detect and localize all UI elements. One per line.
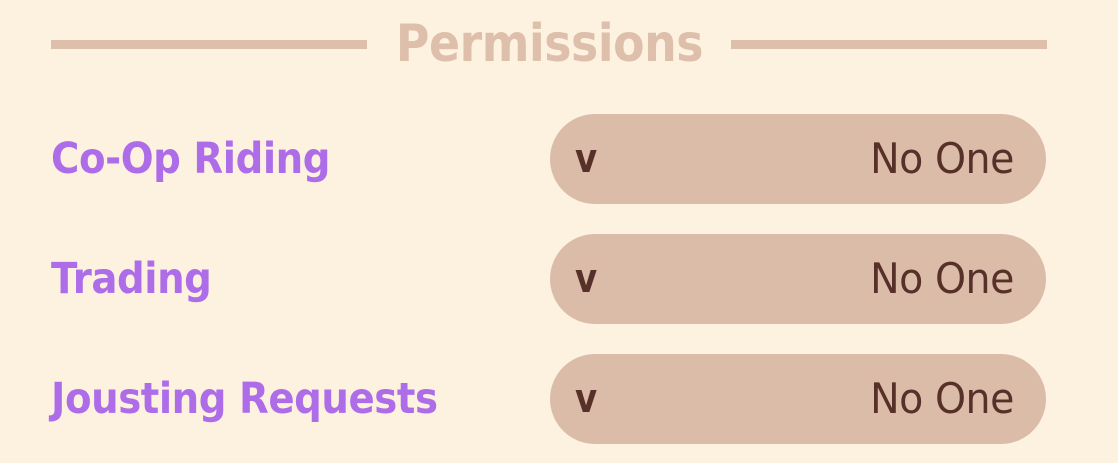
permission-dropdown-jousting-requests[interactable]: v No One — [550, 354, 1046, 444]
section-title: Permissions — [395, 14, 703, 74]
permission-label-trading: Trading — [51, 253, 212, 304]
permissions-list: Co-Op Riding v No One Trading v No One J… — [0, 114, 1118, 444]
chevron-down-icon: v — [575, 136, 598, 182]
permission-row-co-op-riding: Co-Op Riding v No One — [0, 114, 1118, 204]
chevron-down-icon: v — [575, 256, 598, 302]
header-rule-right — [731, 39, 1048, 49]
chevron-down-icon: v — [575, 376, 598, 422]
permission-value-trading: No One — [870, 254, 1014, 303]
header-rule-left — [51, 39, 367, 49]
permission-row-trading: Trading v No One — [0, 234, 1118, 324]
permission-dropdown-co-op-riding[interactable]: v No One — [550, 114, 1046, 204]
permission-value-jousting-requests: No One — [870, 374, 1014, 423]
permission-value-co-op-riding: No One — [870, 134, 1014, 183]
permission-row-jousting-requests: Jousting Requests v No One — [0, 354, 1118, 444]
permission-label-jousting-requests: Jousting Requests — [51, 373, 438, 424]
permission-dropdown-trading[interactable]: v No One — [550, 234, 1046, 324]
section-header: Permissions — [51, 6, 1048, 82]
permission-label-co-op-riding: Co-Op Riding — [51, 133, 331, 184]
